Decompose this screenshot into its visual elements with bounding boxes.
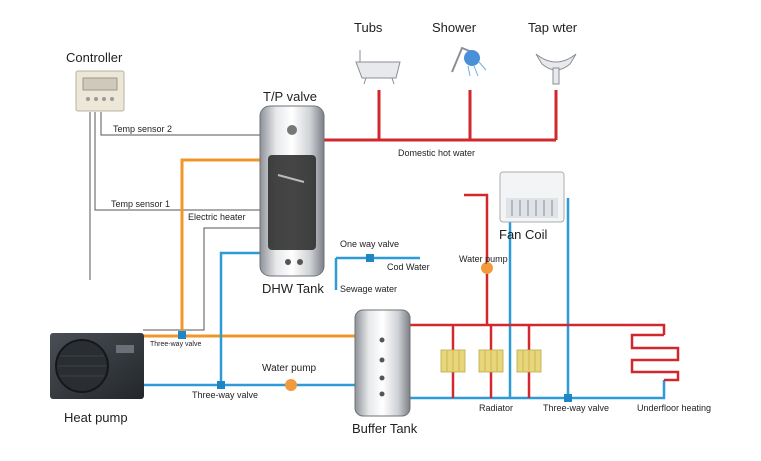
radiator-label: Radiator (479, 403, 514, 413)
heat-pump-label: Heat pump (64, 410, 128, 425)
bathtub-icon (355, 50, 401, 85)
tp-valve-label: T/P valve (263, 89, 317, 104)
underfloor-heating-label: Underfloor heating (637, 403, 712, 413)
dhw-tank (259, 105, 325, 277)
domestic-hot-water-label: Domestic hot water (398, 148, 476, 158)
return-pipes (143, 198, 666, 400)
electric-heater-label: Electric heater (188, 212, 246, 222)
fan-coil-label: Fan Coil (499, 227, 548, 242)
one-way-valve-icon (366, 254, 374, 262)
control-wires (89, 112, 262, 331)
controller-label: Controller (66, 50, 123, 65)
water-pump-bottom-icon (285, 379, 297, 391)
tubs-label: Tubs (354, 20, 383, 35)
three-way-valve-upper-icon (178, 331, 186, 339)
temp-sensor-2-label: Temp sensor 2 (113, 124, 173, 134)
heating-supply-pipes (410, 193, 666, 398)
buffer-tank-label: Buffer Tank (352, 421, 418, 436)
water-pump-bottom-label: Water pump (262, 363, 317, 374)
domestic-hot-water-pipe (324, 90, 558, 142)
dhw-tank-label: DHW Tank (262, 281, 324, 296)
three-way-valve-right-label: Three-way valve (543, 403, 610, 413)
three-way-valve-lower-icon (217, 381, 225, 389)
heat-pump-supply-pipe (143, 158, 355, 338)
shower-label: Shower (432, 20, 477, 35)
radiator-fins (446, 351, 536, 371)
water-pump-top-icon (481, 262, 493, 274)
sewage-water-label: Sewage water (340, 284, 398, 294)
fan-coil-unit (499, 171, 565, 223)
shower-icon (451, 46, 487, 77)
three-way-valve-upper-label: Three-way valve (150, 341, 202, 348)
buffer-tank (354, 309, 411, 417)
heat-pump-unit (50, 333, 144, 399)
controller-unit (75, 70, 125, 112)
three-way-valve-right-icon (564, 394, 572, 402)
sink-icon (535, 53, 577, 85)
water-pump-top-label: Water pump (459, 254, 508, 264)
three-way-valve-lower-label: Three-way valve (192, 390, 259, 400)
cold-water-label: Cod Water (387, 262, 430, 272)
tap-water-label: Tap wter (528, 20, 578, 35)
temp-sensor-1-label: Temp sensor 1 (111, 199, 171, 209)
one-way-valve-label: One way valve (340, 239, 400, 249)
underfloor-heating-coil (630, 333, 680, 382)
